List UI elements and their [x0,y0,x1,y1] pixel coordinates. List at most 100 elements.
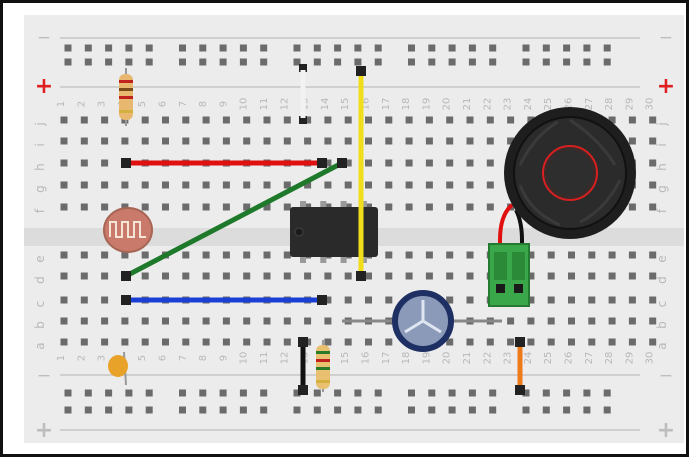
breadboard-hole[interactable] [324,181,332,189]
breadboard-hole[interactable] [199,406,207,414]
breadboard-hole[interactable] [101,159,109,167]
breadboard-hole[interactable] [385,296,393,304]
breadboard-hole[interactable] [324,159,332,167]
breadboard-hole[interactable] [80,338,88,346]
speaker[interactable] [504,107,636,239]
breadboard-hole[interactable] [507,137,515,145]
breadboard-hole[interactable] [105,44,113,52]
breadboard-hole[interactable] [428,58,436,66]
breadboard-hole[interactable] [243,251,251,259]
breadboard-hole[interactable] [446,203,454,211]
breadboard-hole[interactable] [80,159,88,167]
breadboard-hole[interactable] [385,251,393,259]
breadboard-hole[interactable] [243,116,251,124]
breadboard-hole[interactable] [385,338,393,346]
breadboard-hole[interactable] [60,137,68,145]
breadboard-hole[interactable] [408,58,415,66]
breadboard-hole[interactable] [466,159,474,167]
breadboard-hole[interactable] [374,406,382,414]
breadboard-hole[interactable] [263,137,271,145]
breadboard-hole[interactable] [293,44,301,52]
breadboard-hole[interactable] [405,116,413,124]
breadboard-hole[interactable] [405,203,413,211]
breadboard-hole[interactable] [448,44,456,52]
breadboard-hole[interactable] [649,317,657,325]
breadboard-hole[interactable] [222,181,230,189]
breadboard-hole[interactable] [603,389,611,397]
breadboard-hole[interactable] [527,251,535,259]
breadboard-hole[interactable] [385,181,393,189]
breadboard-hole[interactable] [563,58,571,66]
breadboard-hole[interactable] [239,44,247,52]
breadboard-hole[interactable] [542,389,550,397]
breadboard-hole[interactable] [446,137,454,145]
breadboard-hole[interactable] [263,116,271,124]
breadboard-hole[interactable] [283,338,291,346]
breadboard-hole[interactable] [263,317,271,325]
breadboard-hole[interactable] [80,137,88,145]
breadboard-hole[interactable] [354,406,362,414]
breadboard-hole[interactable] [547,272,555,280]
breadboard-hole[interactable] [239,58,247,66]
breadboard-hole[interactable] [489,389,497,397]
breadboard-hole[interactable] [466,116,474,124]
breadboard-hole[interactable] [283,203,291,211]
breadboard-hole[interactable] [486,116,494,124]
breadboard-hole[interactable] [354,389,362,397]
breadboard-hole[interactable] [60,338,68,346]
breadboard-hole[interactable] [219,58,227,66]
breadboard-hole[interactable] [141,272,149,280]
breadboard-hole[interactable] [260,389,268,397]
breadboard-hole[interactable] [425,272,433,280]
breadboard-hole[interactable] [649,251,657,259]
breadboard-hole[interactable] [222,251,230,259]
breadboard-hole[interactable] [162,137,169,145]
breadboard-hole[interactable] [80,181,88,189]
breadboard-hole[interactable] [84,406,92,414]
breadboard-hole[interactable] [489,58,497,66]
breadboard-hole[interactable] [313,44,321,52]
breadboard-hole[interactable] [468,389,476,397]
breadboard-hole[interactable] [179,406,186,414]
breadboard-hole[interactable] [522,389,530,397]
breadboard-hole[interactable] [425,159,433,167]
breadboard-hole[interactable] [466,181,474,189]
breadboard-hole[interactable] [60,181,68,189]
breadboard-hole[interactable] [649,203,657,211]
breadboard-hole[interactable] [466,338,474,346]
breadboard-hole[interactable] [324,338,332,346]
breadboard-hole[interactable] [563,406,571,414]
breadboard-hole[interactable] [649,137,657,145]
breadboard-hole[interactable] [304,181,312,189]
breadboard-hole[interactable] [101,272,109,280]
breadboard-hole[interactable] [365,116,372,124]
breadboard-hole[interactable] [547,317,555,325]
breadboard-hole[interactable] [64,406,72,414]
breadboard-hole[interactable] [425,116,433,124]
green-wire[interactable] [121,158,347,281]
jumper-short-top[interactable] [299,64,307,124]
breadboard-hole[interactable] [243,317,251,325]
breadboard-hole[interactable] [243,338,251,346]
terminal-block[interactable] [488,243,530,307]
breadboard-hole[interactable] [486,203,494,211]
breadboard-hole[interactable] [334,58,342,66]
breadboard-hole[interactable] [649,116,657,124]
breadboard-hole[interactable] [628,338,636,346]
breadboard-hole[interactable] [649,181,657,189]
breadboard-hole[interactable] [608,272,616,280]
breadboard-hole[interactable] [202,338,210,346]
breadboard-hole[interactable] [522,58,530,66]
breadboard-hole[interactable] [563,44,571,52]
breadboard-hole[interactable] [162,338,169,346]
breadboard-hole[interactable] [101,116,109,124]
breadboard-hole[interactable] [84,389,92,397]
breadboard-hole[interactable] [344,137,352,145]
breadboard-hole[interactable] [60,317,68,325]
breadboard-hole[interactable] [145,389,153,397]
breadboard-hole[interactable] [121,116,129,124]
breadboard-hole[interactable] [313,58,321,66]
breadboard-hole[interactable] [542,44,550,52]
breadboard-hole[interactable] [446,338,454,346]
breadboard-hole[interactable] [80,116,88,124]
